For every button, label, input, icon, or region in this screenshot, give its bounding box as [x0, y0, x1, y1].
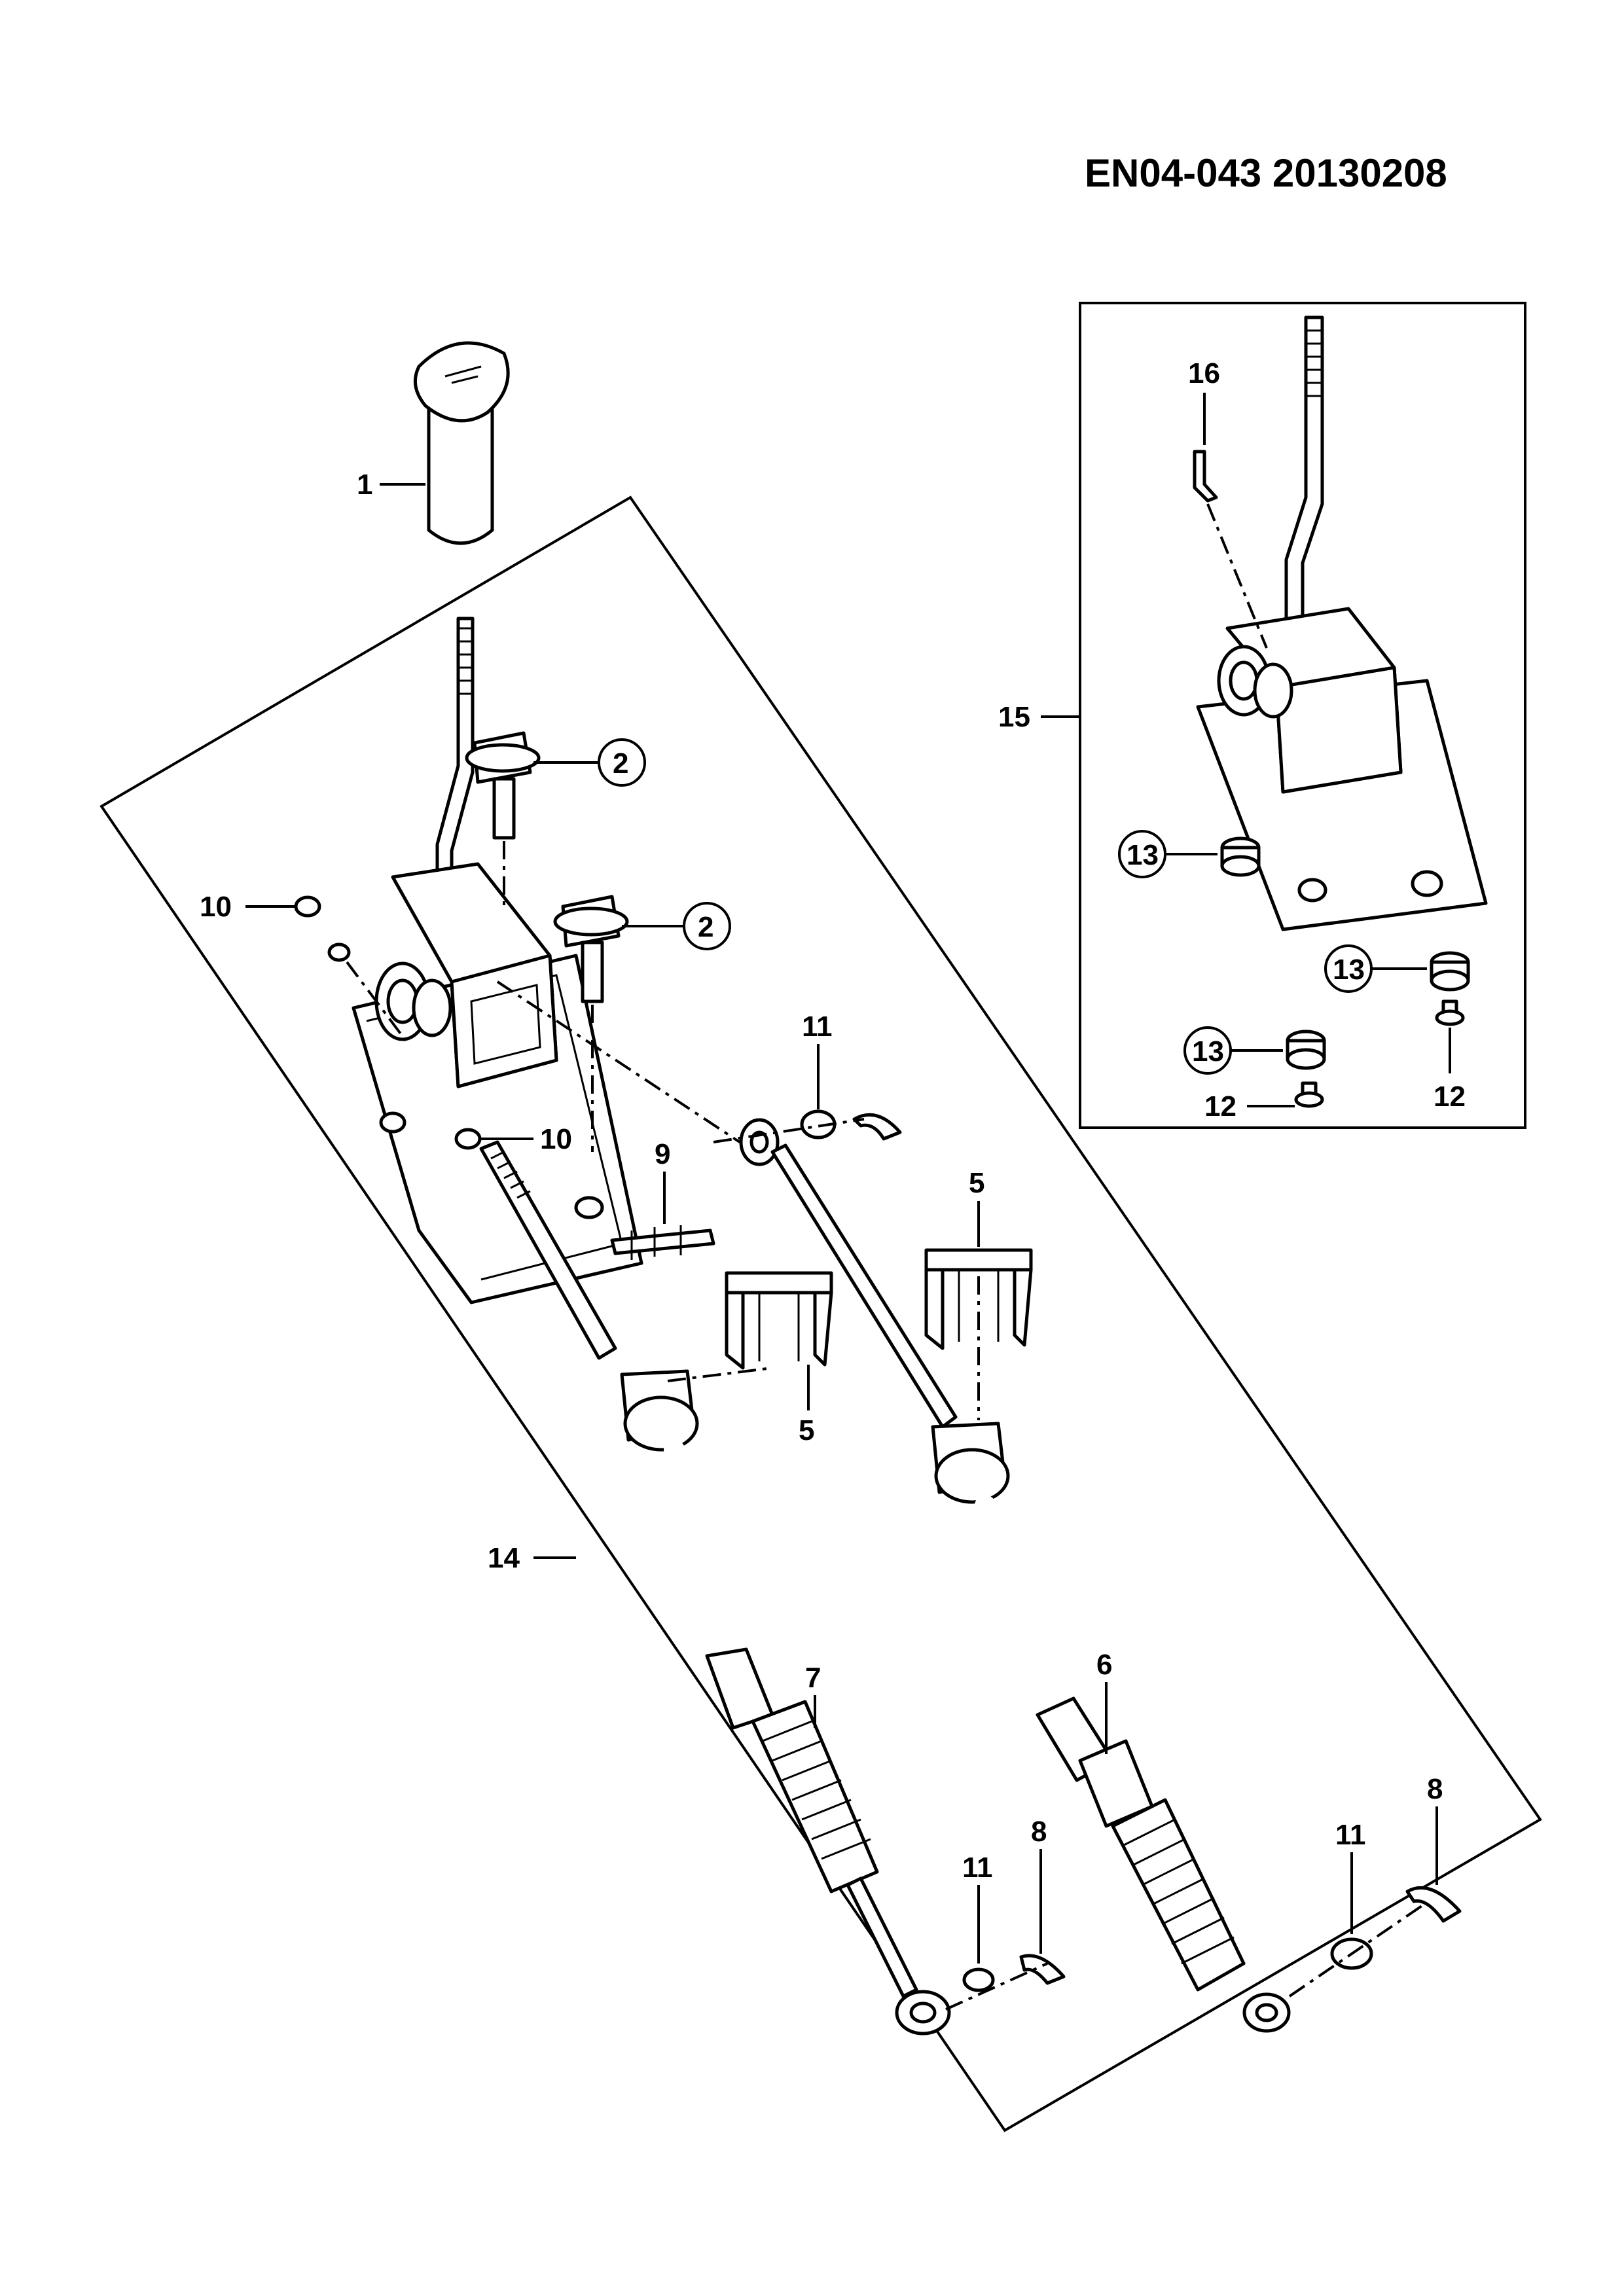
pin-part-12b [1435, 999, 1465, 1026]
clip-part-8a [1019, 1954, 1066, 1985]
bracket-part-5b [924, 1248, 1033, 1350]
callout-1: 1 [357, 469, 372, 501]
cable-part-7 [479, 1140, 951, 2036]
pin-part-16 [1193, 450, 1218, 503]
callout-11c: 11 [1335, 1819, 1366, 1851]
bolt-part-2a [465, 731, 541, 840]
shift-knob-part [413, 341, 510, 545]
assembly-line [667, 1367, 773, 1382]
callout-11a: 11 [802, 1011, 833, 1043]
callout-13b: 13 [1333, 954, 1365, 986]
nut-part-10b [454, 1128, 482, 1150]
inset-shifter-assembly [1196, 315, 1488, 931]
callout-7: 7 [805, 1662, 821, 1694]
bushing-part-13a [1220, 836, 1261, 877]
callout-14: 14 [488, 1542, 520, 1574]
callout-2a-circle [598, 738, 646, 787]
callout-11b: 11 [962, 1852, 993, 1884]
assembly-line [1288, 1903, 1425, 1998]
callout-12b: 12 [1434, 1081, 1466, 1113]
callout-13c: 13 [1192, 1035, 1224, 1067]
callout-13a: 13 [1127, 839, 1159, 871]
callout-6: 6 [1096, 1649, 1112, 1681]
assembly-line [713, 1118, 865, 1143]
callout-12a: 12 [1204, 1090, 1236, 1122]
washer-part-11b [962, 1967, 995, 1992]
bracket-part-5a [725, 1271, 833, 1370]
callout-8b: 8 [1427, 1773, 1443, 1805]
callout-5b: 5 [969, 1167, 984, 1199]
callout-2b-circle [683, 902, 731, 950]
bolt-part-2b [553, 895, 629, 1003]
callout-15: 15 [998, 701, 1030, 733]
assembly-14-frame [99, 495, 1542, 2132]
clip-part-9 [610, 1225, 715, 1260]
bushing-part-13c [1286, 1030, 1326, 1070]
callout-2a: 2 [613, 747, 628, 780]
clip-part-8b [1405, 1886, 1462, 1923]
bushing-part-13b [1430, 951, 1470, 992]
assembly-line [496, 980, 741, 1143]
callout-13b-circle [1324, 944, 1373, 993]
assembly-line [346, 961, 407, 1042]
callout-10a: 10 [200, 891, 232, 923]
pin-part-12a [1294, 1081, 1324, 1108]
callout-10b: 10 [540, 1123, 572, 1155]
shifter-assembly [352, 617, 643, 1304]
callout-16: 16 [1188, 357, 1220, 389]
callout-5a: 5 [799, 1414, 814, 1446]
clip-part-8-top [852, 1113, 902, 1141]
assembly-line [1206, 503, 1268, 649]
callout-13a-circle [1118, 830, 1166, 878]
callout-2b: 2 [698, 911, 713, 943]
diagram-code: EN04-043 20130208 [1085, 151, 1447, 195]
callout-9: 9 [655, 1138, 670, 1170]
cable-part-6 [739, 1118, 1291, 2033]
callout-8a: 8 [1031, 1816, 1047, 1848]
callout-13c-circle [1183, 1026, 1232, 1075]
nut-part-10a [294, 895, 351, 962]
